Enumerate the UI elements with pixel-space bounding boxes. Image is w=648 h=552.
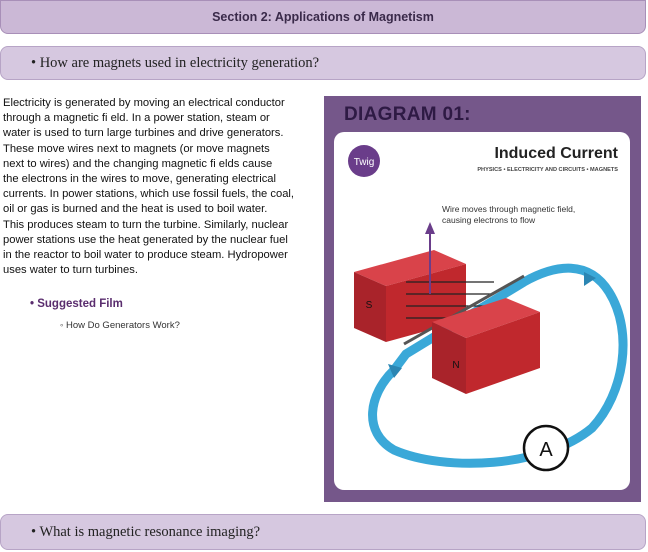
circuit-wire — [368, 263, 628, 468]
diagram-card: Twig Induced Current PHYSICS • ELECTRICI… — [334, 132, 630, 490]
ammeter-icon — [522, 424, 570, 472]
magnet-north-top — [432, 298, 540, 338]
film-link[interactable]: ◦ How Do Generators Work? — [60, 320, 180, 331]
section-title: Section 2: Applications of Magnetism — [212, 10, 434, 24]
body-line: These move wires next to magnets (or mov… — [3, 142, 270, 155]
body-line: the electrons in the wires to move, gene… — [3, 173, 276, 186]
magnet-south-label: S — [366, 300, 373, 311]
current-arrow-icon — [584, 272, 596, 286]
question-electricity-generation[interactable]: • How are magnets used in electricity ge… — [0, 46, 646, 80]
body-line: next to wires) and the changing magnetic… — [3, 157, 273, 170]
body-line: currents. In power stations, which use f… — [3, 188, 295, 201]
body-line: oil or gas is burned and the heat is use… — [3, 203, 268, 216]
magnet-south-front — [354, 272, 386, 342]
diagram-caption-line1: Wire moves through magnetic field, — [442, 204, 575, 214]
body-line: This produces steam to turn the turbine.… — [3, 218, 289, 231]
ammeter-label: A — [539, 439, 553, 461]
question-mri[interactable]: • What is magnetic resonance imaging? — [0, 514, 646, 550]
twig-logo-text: Twig — [354, 157, 375, 168]
body-line: power stations use the heat generated by… — [3, 233, 288, 246]
conductor-rod — [403, 274, 525, 346]
twig-logo-icon — [348, 145, 380, 177]
question-text: • How are magnets used in electricity ge… — [31, 54, 320, 71]
body-line: water is used to turn large turbines and… — [3, 127, 284, 140]
magnet-north-label: N — [452, 360, 459, 371]
body-paragraph: Electricity is generated by moving an el… — [3, 96, 315, 278]
card-title: Induced Current — [494, 145, 618, 162]
question-text: • What is magnetic resonance imaging? — [31, 523, 261, 540]
diagram-caption-line2: causing electrons to flow — [442, 215, 536, 225]
body-line: Electricity is generated by moving an el… — [3, 97, 285, 109]
body-line: in the reactor to boil water to produce … — [3, 249, 288, 262]
induced-current-illustration: Twig Induced Current PHYSICS • ELECTRICI… — [348, 145, 628, 472]
current-arrow-icon — [388, 364, 402, 378]
card-subtitle: PHYSICS • ELECTRICITY AND CIRCUITS • MAG… — [477, 167, 618, 173]
suggested-film-heading: • Suggested Film — [30, 298, 123, 310]
magnet-north-front — [432, 322, 466, 394]
diagram-panel: DIAGRAM 01: Twig Induced Current PHYSICS… — [324, 96, 641, 502]
magnet-south-top — [354, 250, 466, 286]
diagram-heading: DIAGRAM 01: — [344, 104, 471, 125]
body-line: through a magnetic ﬁ eld. In a power sta… — [3, 112, 270, 125]
body-line: uses water to turn turbines. — [3, 264, 138, 277]
motion-arrow-head-icon — [425, 222, 435, 234]
section-header: Section 2: Applications of Magnetism — [0, 0, 646, 34]
magnet-north-side — [466, 312, 540, 394]
